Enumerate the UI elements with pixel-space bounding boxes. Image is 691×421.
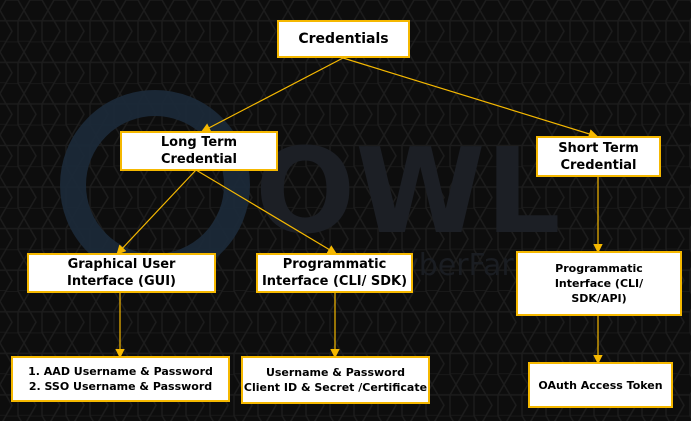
node-prog-credentials-list: Username & Password Client ID & Secret /… xyxy=(241,356,430,404)
edge-longterm-prog xyxy=(195,169,338,255)
node-programmatic-interface-longterm: Programmatic Interface (CLI/ SDK) xyxy=(256,253,413,293)
node-long-term-credential: Long Term Credential xyxy=(120,131,278,171)
node-graphical-user-interface: Graphical User Interface (GUI) xyxy=(27,253,216,293)
node-oauth-access-token: OAuth Access Token xyxy=(528,362,673,408)
node-short-term-label: Short Term Credential xyxy=(558,140,639,173)
node-programmatic-interface-shortterm: Programmatic Interface (CLI/ SDK/API) xyxy=(516,251,682,316)
node-prog-st-label: Programmatic Interface (CLI/ SDK/API) xyxy=(554,262,644,305)
node-long-term-label: Long Term Credential xyxy=(160,135,238,167)
edge-longterm-gui xyxy=(116,169,197,255)
watermark-text: OWL xyxy=(255,122,561,260)
node-prog-lt-label: Programmatic Interface (CLI/ SDK) xyxy=(261,257,408,289)
edge-credentials-shortterm xyxy=(342,57,599,139)
node-credentials: Credentials xyxy=(277,20,410,58)
node-credentials-label: Credentials xyxy=(298,31,389,47)
node-prog-st-leaf-label: OAuth Access Token xyxy=(538,378,663,392)
node-gui-credentials-list: 1. AAD Username & Password 2. SSO Userna… xyxy=(11,356,230,402)
node-gui-label: Graphical User Interface (GUI) xyxy=(67,257,176,289)
node-prog-lt-leaf-label: Username & Password Client ID & Secret /… xyxy=(243,366,428,394)
edge-credentials-longterm xyxy=(200,57,344,133)
node-short-term-credential: Short Term Credential xyxy=(536,136,661,177)
node-gui-leaf-label: 1. AAD Username & Password 2. SSO Userna… xyxy=(28,365,213,393)
